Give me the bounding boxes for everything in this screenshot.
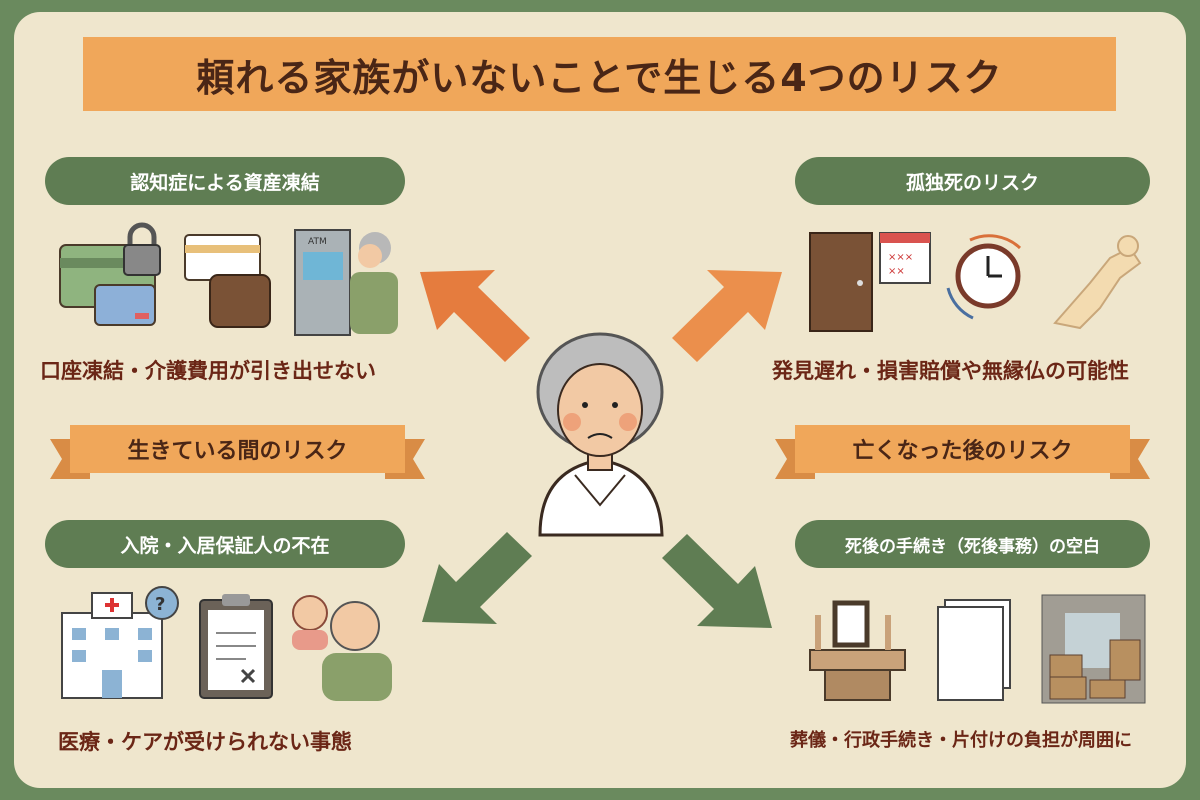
ribbon-label: 生きている間のリスク — [70, 425, 405, 473]
caption-asset-freeze: 口座凍結・介護費用が引き出せない — [40, 359, 376, 383]
worried-elderly-icon — [292, 595, 392, 701]
page-title: 頼れる家族がいないことで生じる4つのリスク — [83, 37, 1116, 111]
wallet-icon — [184, 234, 271, 328]
hospital-icon: ? — [61, 586, 179, 699]
documents-icon — [937, 599, 1011, 701]
lonely-death-illustration: ××××× — [809, 232, 1142, 332]
ribbon-after-death: 亡くなった後のリスク — [775, 425, 1150, 483]
question-mark: ? — [155, 594, 165, 615]
heading-posthumous-affairs: 死後の手続き（死後事務）の空白 — [795, 520, 1150, 568]
no-guarantor-illustration: ? — [61, 586, 392, 701]
svg-text:××: ×× — [888, 266, 905, 277]
clock-icon — [946, 234, 1022, 320]
calendar-icon: ××××× — [879, 232, 931, 284]
heading-lonely-death: 孤独死のリスク — [795, 157, 1150, 205]
ribbon-label: 亡くなった後のリスク — [795, 425, 1130, 473]
elderly-woman-icon — [536, 332, 664, 537]
asset-freeze-illustration: ATM — [59, 222, 398, 336]
atm-label: ATM — [308, 237, 327, 247]
caption-lonely-death: 発見遅れ・損害賠償や無縁仏の可能性 — [772, 359, 1129, 383]
bank-card-lock-icon — [59, 222, 161, 326]
atm-elderly-icon: ATM — [294, 229, 398, 336]
arrow-up-right-icon — [672, 270, 782, 362]
ribbon-while-alive: 生きている間のリスク — [50, 425, 425, 483]
heading-no-guarantor: 入院・入居保証人の不在 — [45, 520, 405, 568]
svg-text:×××: ××× — [888, 252, 913, 263]
body-outline-icon — [1053, 235, 1142, 330]
arrow-up-left-icon — [420, 270, 530, 362]
cluttered-room-icon — [1041, 594, 1146, 704]
posthumous-illustration — [809, 594, 1146, 704]
clipboard-icon — [199, 594, 273, 699]
caption-no-guarantor: 医療・ケアが受けられない事態 — [58, 730, 352, 754]
heading-asset-freeze: 認知症による資産凍結 — [45, 157, 405, 205]
altar-icon — [809, 600, 906, 701]
arrow-down-right-icon — [662, 534, 772, 628]
arrow-down-left-icon — [422, 532, 532, 624]
door-icon — [809, 232, 873, 332]
caption-posthumous-affairs: 葬儀・行政手続き・片付けの負担が周囲に — [790, 730, 1132, 751]
